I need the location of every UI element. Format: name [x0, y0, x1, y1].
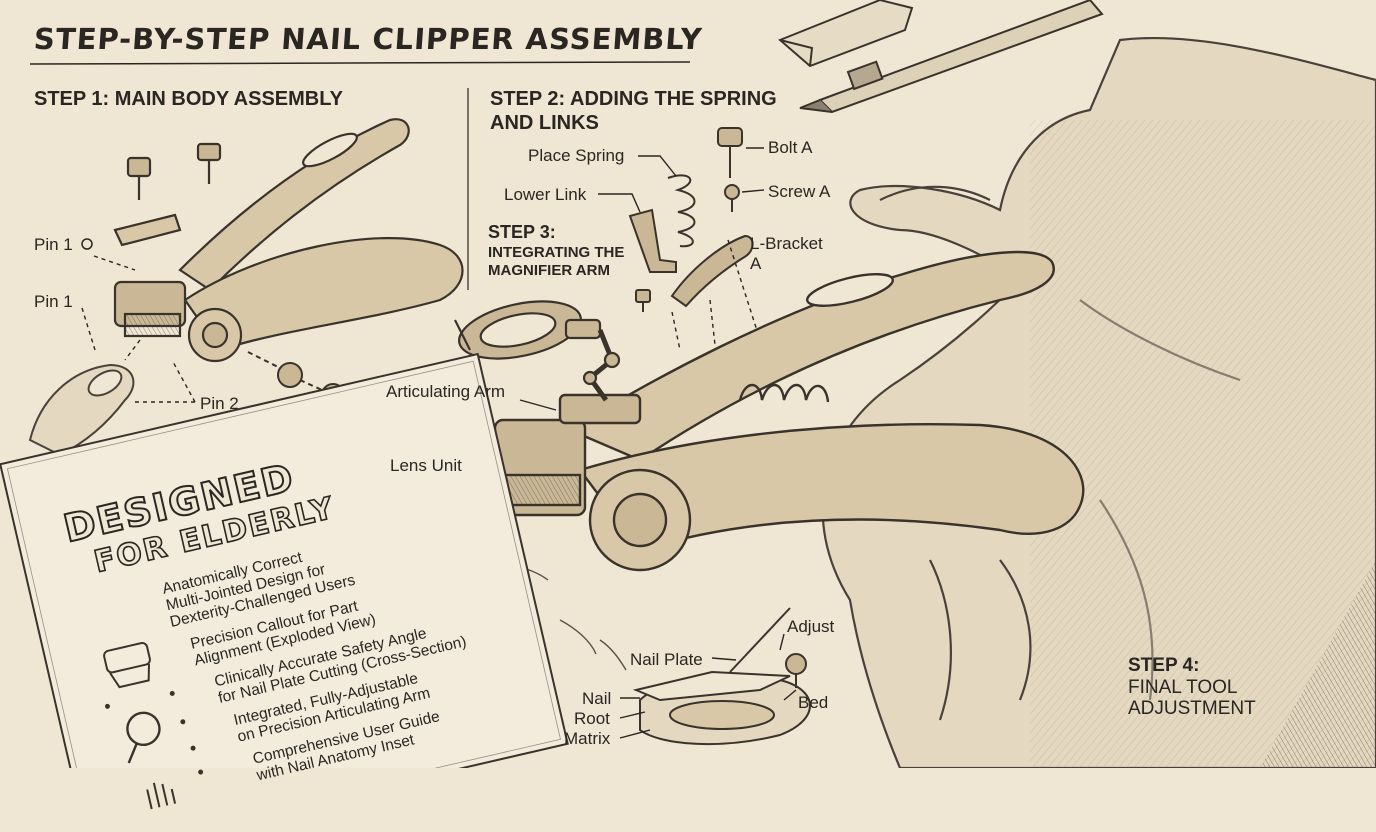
step1-clipper	[113, 118, 464, 363]
label-matrix: Matrix	[564, 729, 611, 748]
label-root: Root	[574, 709, 610, 728]
label-lens-unit: Lens Unit	[390, 456, 462, 475]
label-bed: Bed	[798, 693, 829, 712]
step1-finger	[28, 363, 135, 457]
label-place-spring: Place Spring	[528, 146, 625, 165]
label-adjust: Adjust	[787, 617, 835, 636]
illustration	[0, 0, 1376, 768]
info-card-shape	[0, 352, 569, 768]
step2-parts	[628, 127, 754, 312]
main-clipper	[493, 250, 1085, 572]
step2-heading-line2: AND LINKS	[490, 112, 599, 134]
label-articulating-arm: Articulating Arm	[386, 382, 506, 401]
step4-heading-line3: ADJUSTMENT	[1128, 698, 1256, 719]
magnifier-icon	[126, 711, 161, 764]
label-nail-plate: Nail Plate	[630, 650, 703, 669]
pencil	[799, 0, 1104, 114]
label-l-bracket-a: A	[750, 254, 762, 273]
step2-leaders	[598, 147, 765, 351]
clipper-icon	[103, 642, 151, 689]
nail-inset	[632, 607, 811, 746]
title-underline	[29, 61, 691, 65]
label-screw-a: Screw A	[768, 182, 831, 201]
step3-heading-line1: STEP 3:	[488, 222, 556, 242]
table-shadow	[1260, 560, 1376, 768]
step4-heading-line1: STEP 4:	[1128, 655, 1200, 676]
label-pin2: Pin 2	[200, 394, 239, 413]
step3-heading-line3: MAGNIFIER ARM	[488, 262, 610, 279]
label-pin1-mid: Pin 1	[34, 292, 73, 311]
pin1-marker	[81, 238, 93, 250]
magnifier-arm	[454, 300, 621, 402]
hand	[821, 36, 1376, 768]
label-l-bracket: L-Bracket	[750, 234, 823, 253]
label-pin1-top: Pin 1	[34, 235, 73, 254]
step4-heading-line2: FINAL TOOL	[1128, 677, 1238, 698]
eraser	[778, 0, 914, 68]
step2-heading-line1: STEP 2: ADDING THE SPRING	[490, 88, 777, 110]
label-nail: Nail	[582, 689, 612, 708]
page-title: STEP-BY-STEP NAIL CLIPPER ASSEMBLY	[32, 22, 704, 56]
hand-icon	[146, 782, 177, 810]
step3-heading-line2: INTEGRATING THE	[488, 244, 625, 261]
label-bolt-a: Bolt A	[768, 138, 813, 157]
step1-heading: STEP 1: MAIN BODY ASSEMBLY	[34, 88, 343, 110]
step1-leaders	[81, 255, 196, 403]
inset-leaders	[619, 633, 797, 739]
label-lower-link: Lower Link	[504, 185, 587, 204]
